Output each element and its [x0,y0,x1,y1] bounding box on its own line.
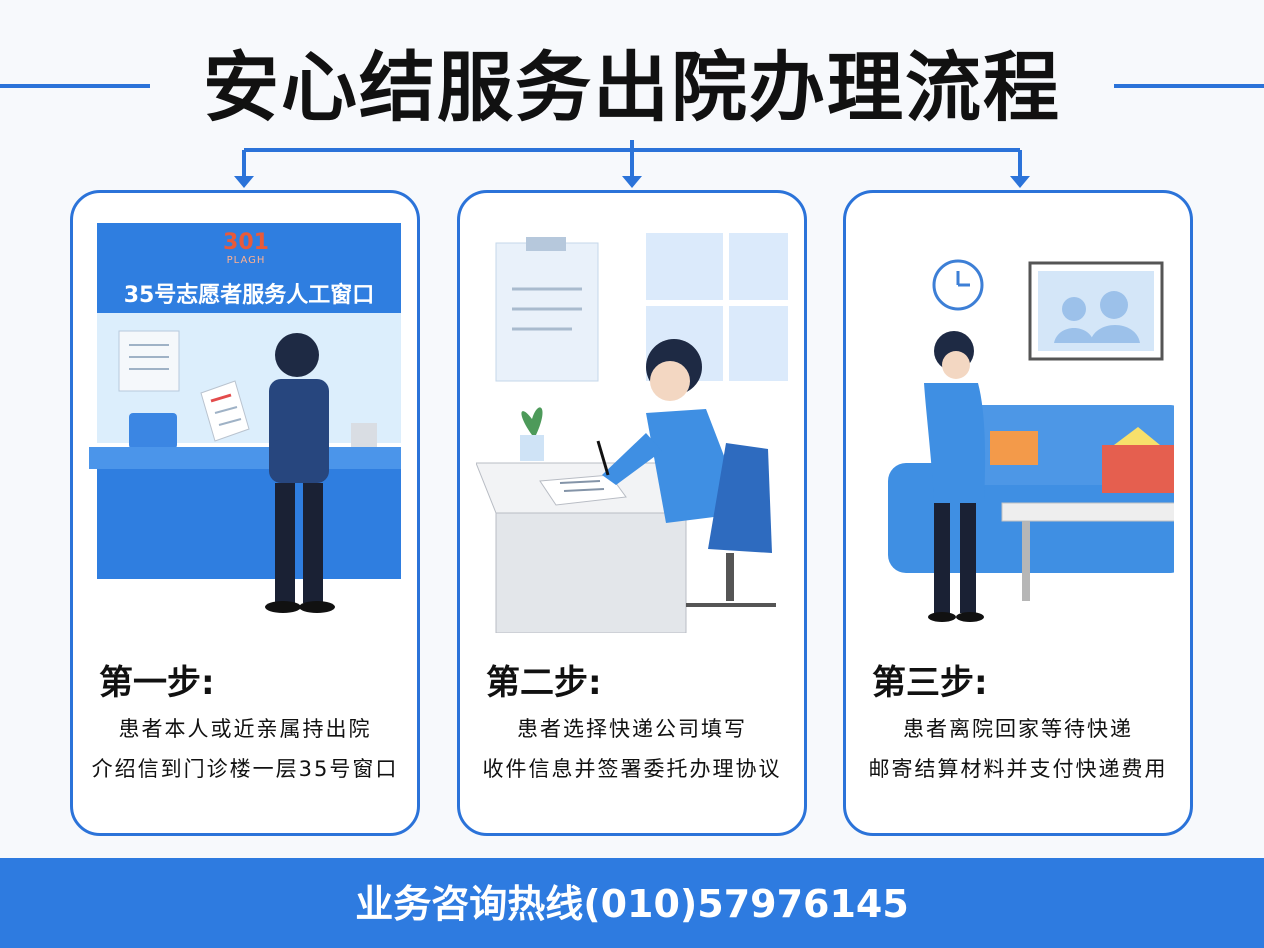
signing-agreement-illustration [476,233,788,633]
step-heading: 第三步: [872,663,988,703]
step-card-1: 301 PLAGH 35号志愿者服务人工窗口 第一步: 患者本人或近亲属持出院 … [70,190,420,836]
step-card-3: 第三步: 患者离院回家等待快递 邮寄结算材料并支付快递费用 [843,190,1193,836]
logo-number: 301 [223,230,269,255]
logo-caption: PLAGH [226,255,266,266]
window-sign: 35号志愿者服务人工窗口 [123,283,375,308]
step-heading: 第二步: [486,663,602,703]
title-rule-right [1114,84,1264,88]
step-desc-line-1: 患者离院回家等待快递 [903,717,1133,741]
step-card-2: 第二步: 患者选择快递公司填写 收件信息并签署委托办理协议 [457,190,807,836]
footer-bar [0,858,1264,948]
step-desc-line-2: 介绍信到门诊楼一层35号窗口 [91,757,399,781]
service-window-illustration [89,223,401,613]
step-desc-line-2: 收件信息并签署委托办理协议 [482,757,782,781]
step-desc-line-2: 邮寄结算材料并支付快递费用 [868,757,1168,781]
flow-connector [234,140,1030,188]
hotline-text: 业务咨询热线(010)57976145 [355,882,909,926]
hospital-logo: 301 PLAGH [221,230,271,267]
home-delivery-illustration [888,259,1174,622]
title-rule-left [0,84,150,88]
step-heading: 第一步: [99,663,215,703]
page-title: 安心结服务出院办理流程 [203,43,1061,132]
step-desc-line-1: 患者本人或近亲属持出院 [118,717,372,741]
step-desc-line-1: 患者选择快递公司填写 [517,717,747,741]
